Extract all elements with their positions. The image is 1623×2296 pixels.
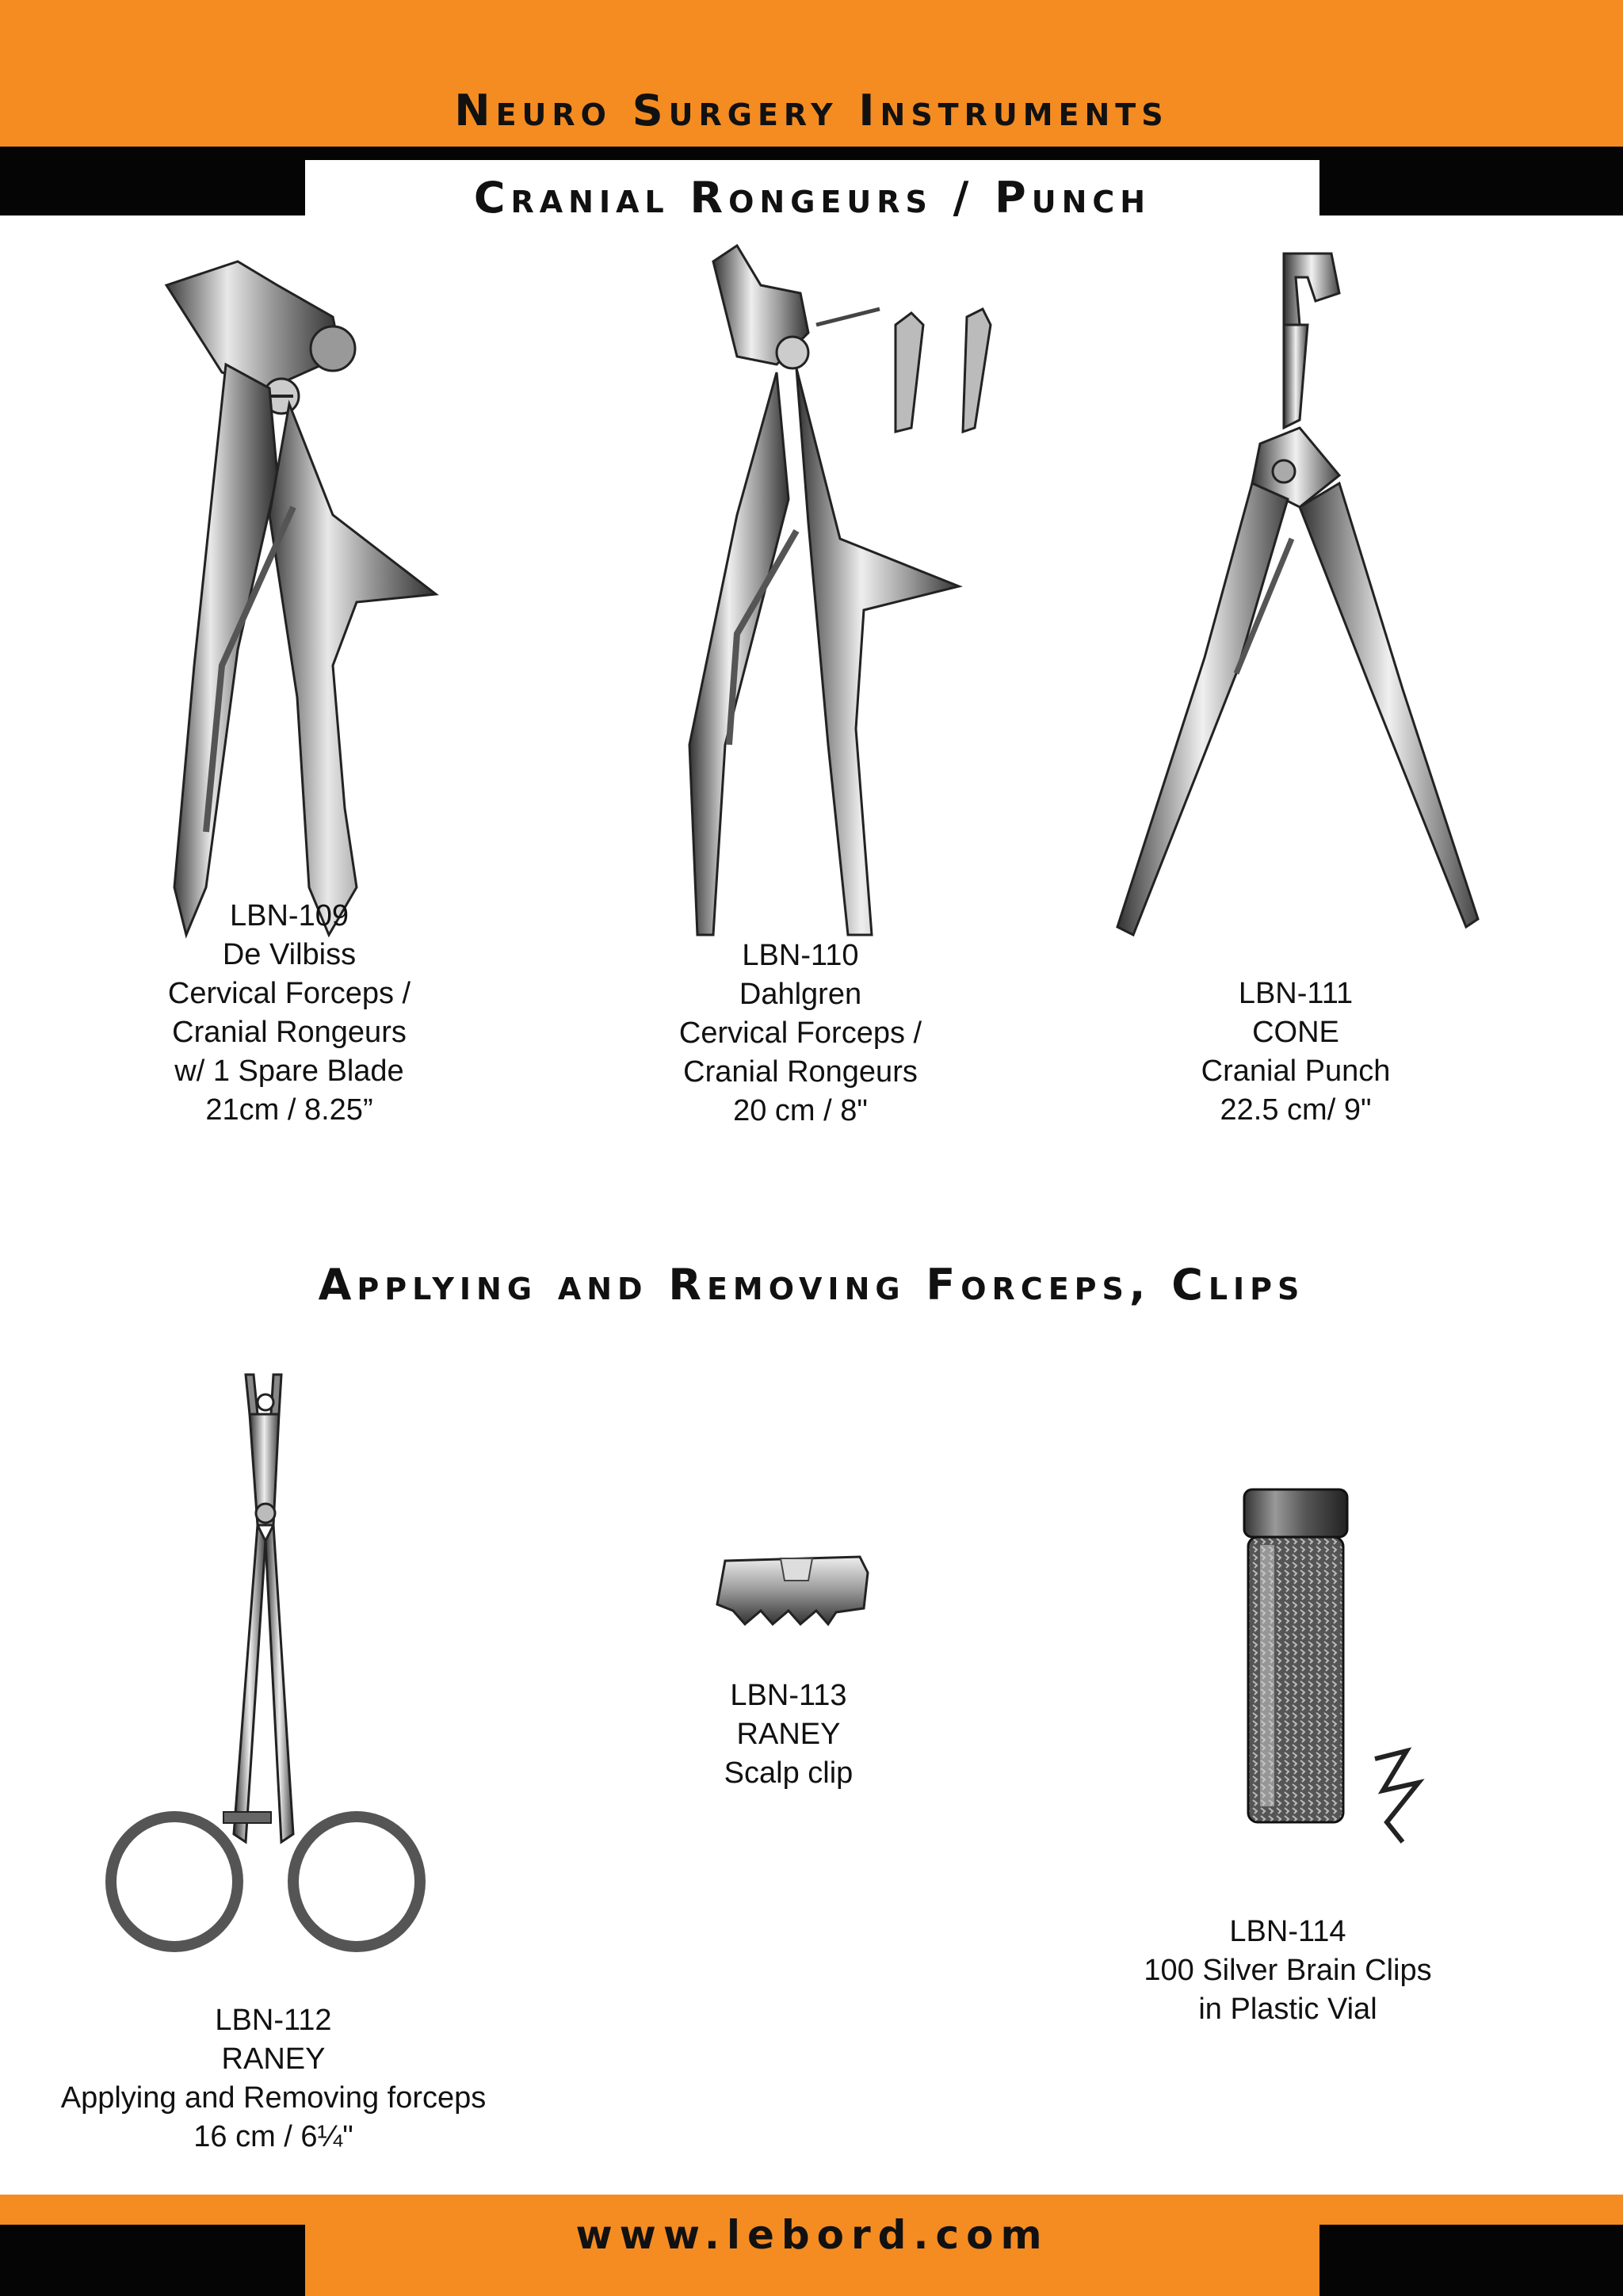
page-title: Neuro Surgery Instruments (454, 86, 1169, 135)
product-code: LBN-112 (215, 2004, 332, 2037)
product-line: 21cm / 8.25” (205, 1093, 373, 1127)
section-title-forceps-clips: Applying and Removing Forceps, Clips (318, 1260, 1305, 1310)
product-caption-lbn-113: LBN-113 RANEY Scalp clip (634, 1676, 943, 1793)
product-caption-lbn-109: LBN-109 De Vilbiss Cervical Forceps / Cr… (135, 897, 444, 1130)
header-band (0, 0, 1623, 147)
product-caption-lbn-111: LBN-111 CONE Cranial Punch 22.5 cm/ 9" (1141, 974, 1450, 1130)
product-caption-lbn-110: LBN-110 Dahlgren Cervical Forceps / Cran… (646, 936, 955, 1131)
product-line: 22.5 cm/ 9" (1220, 1093, 1372, 1127)
product-caption-lbn-114: LBN-114 100 Silver Brain Clips in Plasti… (1109, 1913, 1466, 2029)
product-code: LBN-111 (1238, 977, 1354, 1010)
product-line: De Vilbiss (222, 938, 357, 971)
lbn-110-rongeur-image (688, 243, 992, 936)
product-code: LBN-113 (730, 1679, 847, 1712)
lbn-111-punch-image (1116, 252, 1480, 937)
product-code: LBN-110 (742, 939, 859, 972)
footer-black-right (1319, 2225, 1623, 2296)
product-code: LBN-114 (1229, 1915, 1346, 1948)
section-title-rongeurs: Cranial Rongeurs / Punch (473, 173, 1151, 223)
lbn-112-forceps-image (105, 1373, 426, 1952)
product-line: Applying and Removing forceps (60, 2081, 487, 2115)
product-line: w/ 1 Spare Blade (174, 1055, 404, 1088)
product-line: CONE (1252, 1016, 1339, 1049)
product-line: RANEY (736, 1718, 841, 1751)
product-line: Cranial Rongeurs (172, 1016, 407, 1049)
product-line: Cervical Forceps / (167, 977, 411, 1010)
product-line: 20 cm / 8" (733, 1094, 868, 1127)
product-line: Scalp clip (724, 1756, 854, 1790)
product-line: 16 cm / 6¼" (193, 2120, 353, 2153)
product-code: LBN-109 (230, 899, 349, 933)
subtitle-box (305, 160, 1319, 233)
product-line: Dahlgren (739, 978, 862, 1011)
lbn-113-scalp-clip-image (716, 1555, 869, 1627)
product-line: Cranial Rongeurs (683, 1055, 918, 1089)
lbn-114-clips-vial-image (1243, 1488, 1425, 1844)
product-line: Cranial Punch (1201, 1055, 1391, 1088)
website-link[interactable]: www.lebord.com (575, 2212, 1049, 2258)
product-line: RANEY (221, 2042, 326, 2076)
footer-black-left (0, 2225, 305, 2296)
product-line: in Plastic Vial (1198, 1993, 1377, 2026)
product-line: 100 Silver Brain Clips (1144, 1954, 1432, 1987)
product-caption-lbn-112: LBN-112 RANEY Applying and Removing forc… (24, 2001, 523, 2157)
product-line: Cervical Forceps / (678, 1016, 922, 1050)
lbn-109-rongeur-image (164, 260, 439, 939)
